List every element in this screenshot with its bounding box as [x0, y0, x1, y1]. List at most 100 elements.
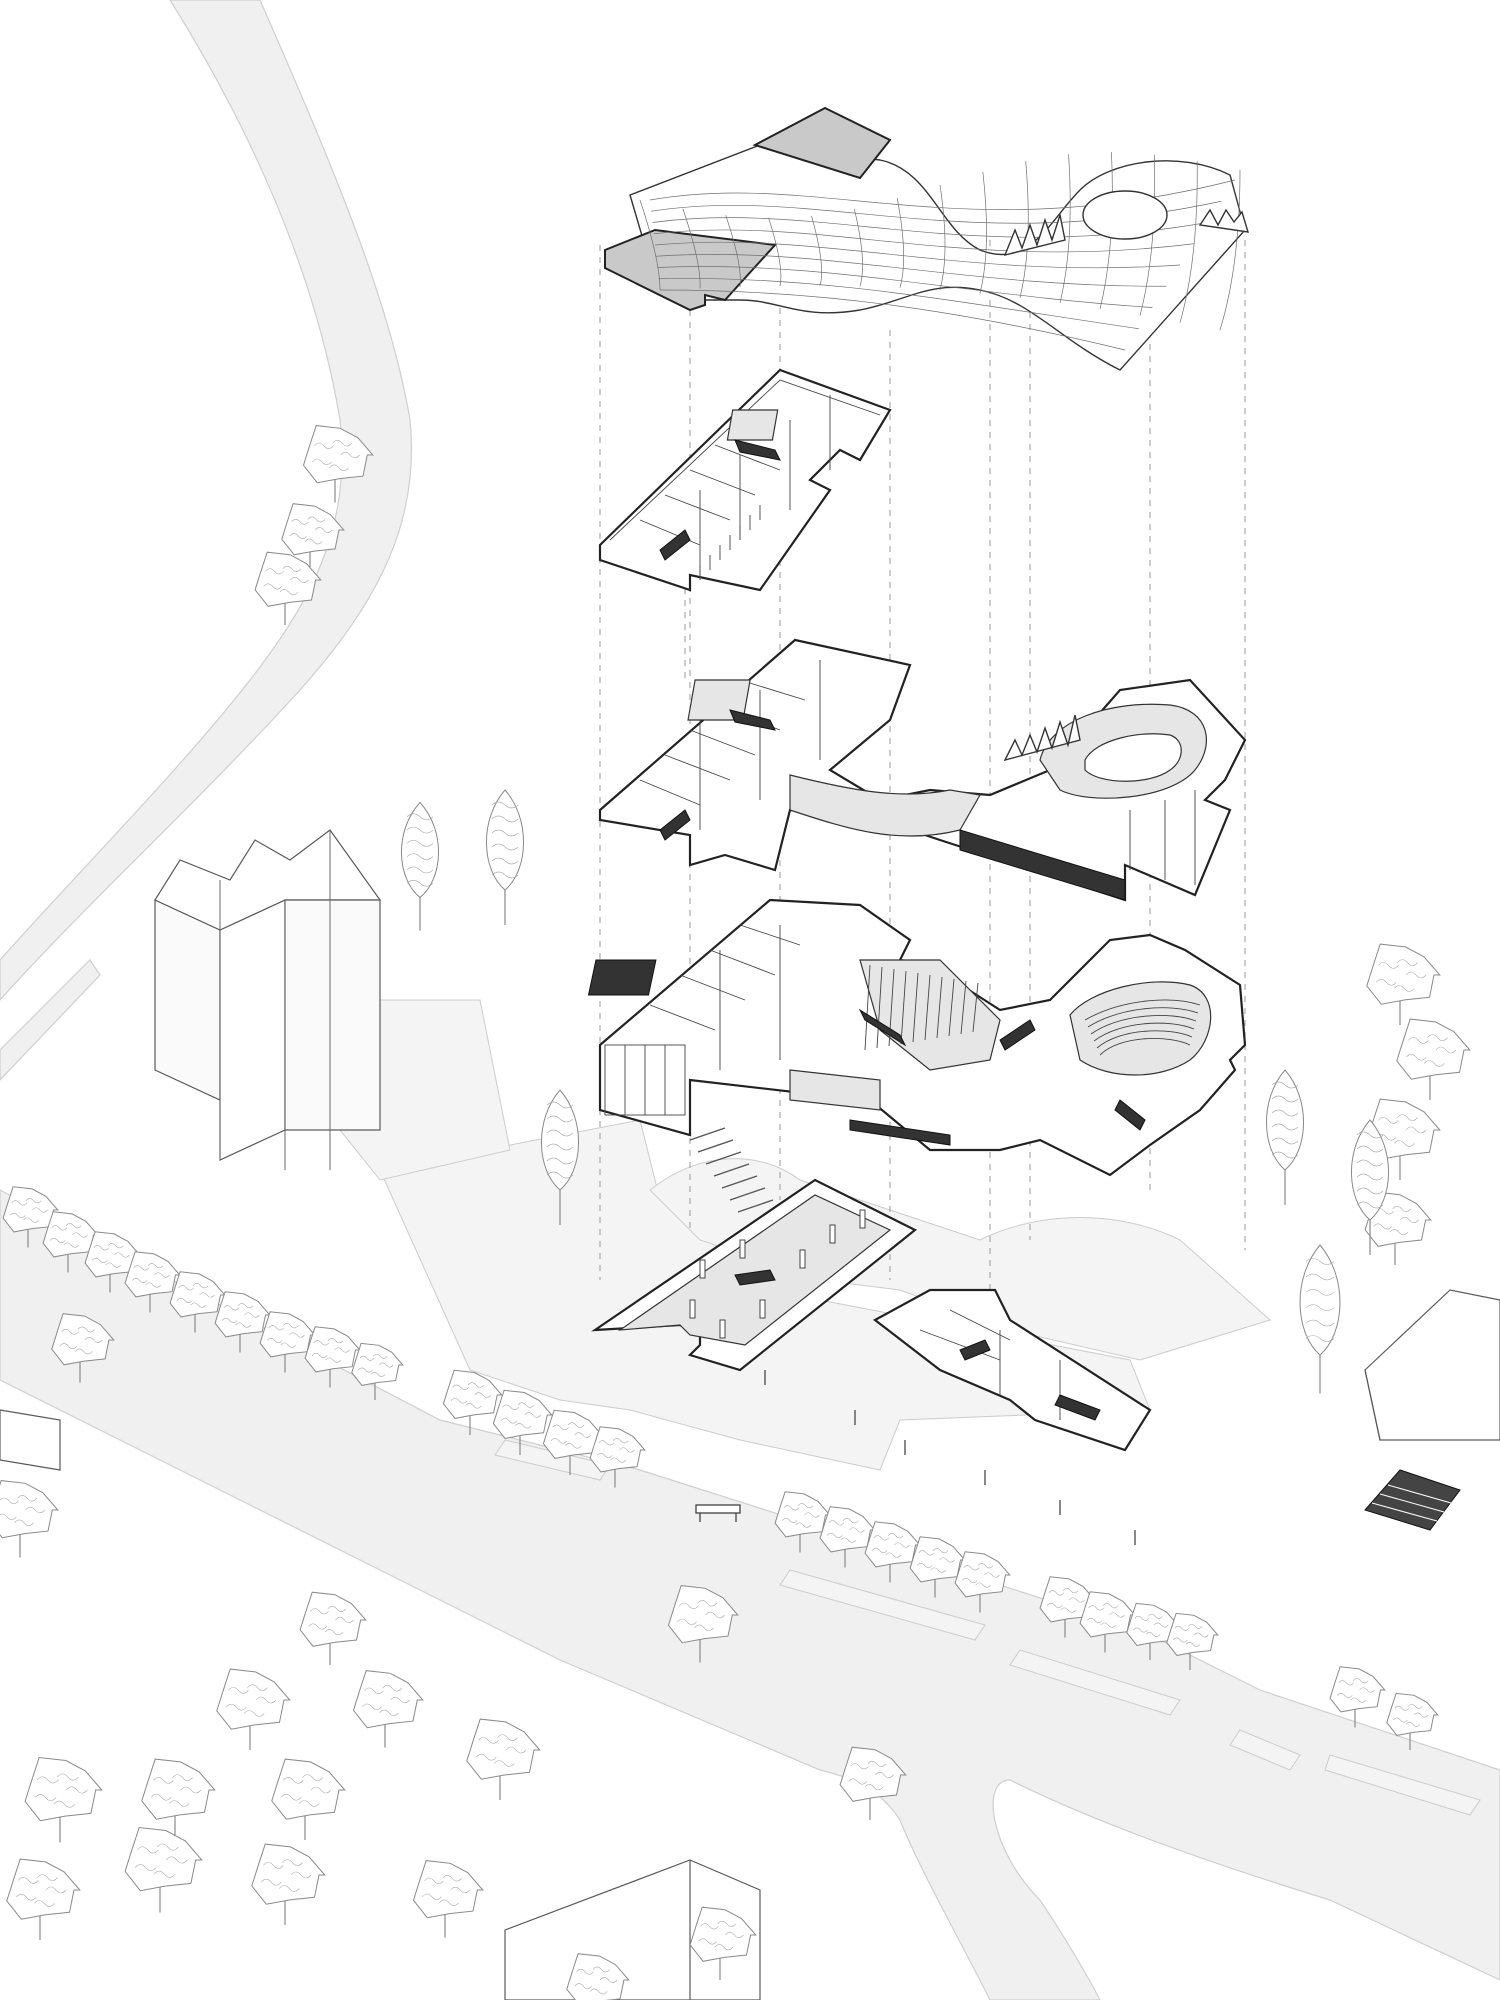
deciduous-tree [6, 1858, 81, 1940]
tree-foliage-texture [289, 533, 308, 539]
deciduous-tree [442, 1369, 503, 1435]
tree-foliage-texture [1305, 1258, 1335, 1265]
tree-foliage-texture [1271, 1109, 1299, 1117]
tree-foliage-texture [1305, 1319, 1335, 1327]
tree-foliage-texture [1378, 1117, 1399, 1124]
tree-foliage-texture [894, 1542, 910, 1548]
tree-foliage-texture [1173, 1637, 1188, 1643]
tree-foliage-texture [23, 1217, 39, 1223]
deciduous-tree [254, 551, 322, 625]
tree-crown [1351, 1119, 1389, 1221]
tree-foliage-texture [57, 1773, 79, 1781]
tree-foliage-texture [53, 1800, 76, 1808]
tree-foliage-texture [307, 516, 326, 523]
roof-grid-line [979, 171, 987, 294]
deciduous-tree [1079, 1591, 1136, 1653]
tree-crown [1126, 1602, 1179, 1646]
columnar-tree [541, 1089, 579, 1225]
basement-plan [591, 1178, 1152, 1452]
tree-foliage-texture [153, 1777, 174, 1784]
tree-foliage-texture [373, 1353, 388, 1359]
deciduous-tree [1166, 1612, 1219, 1670]
columnar-tree [401, 801, 439, 931]
tree-crown [0, 1480, 59, 1539]
tree-crown [401, 801, 439, 899]
tree-foliage-texture [134, 1864, 157, 1872]
tree-foliage-texture [1393, 1717, 1408, 1723]
parking-stripe [737, 1199, 774, 1213]
tree-foliage-texture [244, 1312, 260, 1318]
tree-foliage-texture [114, 1252, 130, 1258]
roof-grid-line [658, 278, 1139, 330]
tree-foliage-texture [266, 1337, 283, 1343]
tree-crown [589, 1426, 646, 1473]
tree-foliage-texture [467, 1382, 485, 1388]
deciduous-tree [216, 1668, 291, 1750]
deciduous-tree [466, 1718, 541, 1800]
seating-row [1093, 1022, 1195, 1042]
tree-foliage-texture [282, 1859, 303, 1866]
tree-foliage-texture [1356, 1187, 1384, 1195]
deciduous-tree [954, 1551, 1011, 1613]
tree-foliage-texture [1356, 1201, 1384, 1209]
tree-crown [1329, 1666, 1386, 1713]
roof-shell [604, 106, 1249, 371]
tree-foliage-texture [1109, 1612, 1125, 1618]
tree-foliage-texture [25, 1506, 45, 1514]
tree-crown [1299, 1244, 1341, 1356]
planting-strip-2 [779, 1569, 986, 1641]
tree-foliage-texture [1134, 1615, 1150, 1621]
deciduous-tree [864, 1521, 921, 1583]
tree-foliage-texture [783, 1505, 800, 1511]
roof-grid-line [653, 229, 1194, 253]
tree-foliage-texture [574, 1432, 592, 1438]
roof-grid-line [659, 289, 1126, 351]
tree-foliage-texture [491, 829, 519, 837]
atrium-mullion [912, 972, 919, 1043]
tree-foliage-texture [279, 1885, 300, 1892]
deciduous-tree [1126, 1602, 1179, 1660]
tree-crown [51, 1313, 115, 1366]
tree-foliage-texture [1102, 1603, 1119, 1609]
deciduous-tree [1329, 1666, 1386, 1728]
tree-foliage-texture [16, 1893, 37, 1901]
tree-crown [1266, 1069, 1304, 1171]
tree-crown [42, 1211, 99, 1258]
basement-column [739, 1239, 746, 1259]
tree-foliage-texture [500, 1418, 518, 1424]
tree-foliage-texture [1148, 1613, 1163, 1619]
deciduous-tree [259, 1311, 316, 1373]
tree-foliage-texture [1305, 1289, 1335, 1296]
tree-foliage-texture [1406, 1053, 1427, 1061]
parking-stripe [721, 1175, 758, 1189]
tree-foliage-texture [867, 1760, 886, 1767]
tree-crown [124, 1826, 203, 1892]
tree-foliage-texture [1397, 959, 1418, 966]
tree-foliage-texture [546, 1143, 574, 1151]
tree-foliage-texture [797, 1503, 814, 1509]
tree-foliage-texture [1389, 1229, 1409, 1236]
ground-floor-plan [587, 898, 1247, 1177]
tree-crown [214, 1291, 271, 1338]
tree-foliage-texture [406, 840, 434, 847]
deciduous-tree [774, 1491, 831, 1553]
deciduous-tree [299, 1591, 367, 1665]
tree-foliage-texture [364, 1687, 384, 1694]
tree-foliage-texture [795, 1522, 811, 1528]
tree-foliage-texture [235, 1322, 251, 1328]
tree-foliage-texture [34, 1900, 55, 1907]
seating-row [1087, 1007, 1199, 1028]
tree-foliage-texture [313, 1340, 330, 1346]
tree-foliage-texture [1185, 1642, 1201, 1647]
deciduous-tree [0, 1480, 59, 1558]
tree-foliage-texture [0, 1513, 17, 1521]
tree-foliage-texture [1271, 1123, 1299, 1131]
roof-grid-line [1219, 169, 1241, 331]
roof-grid-line [1139, 154, 1156, 316]
roof-plate-top [752, 106, 892, 180]
roof-grid-line [1179, 161, 1198, 323]
tree-foliage-texture [310, 1786, 332, 1794]
tree-foliage-texture [268, 1325, 285, 1331]
deciduous-tree [51, 1313, 115, 1383]
tree-foliage-texture [596, 1452, 613, 1458]
